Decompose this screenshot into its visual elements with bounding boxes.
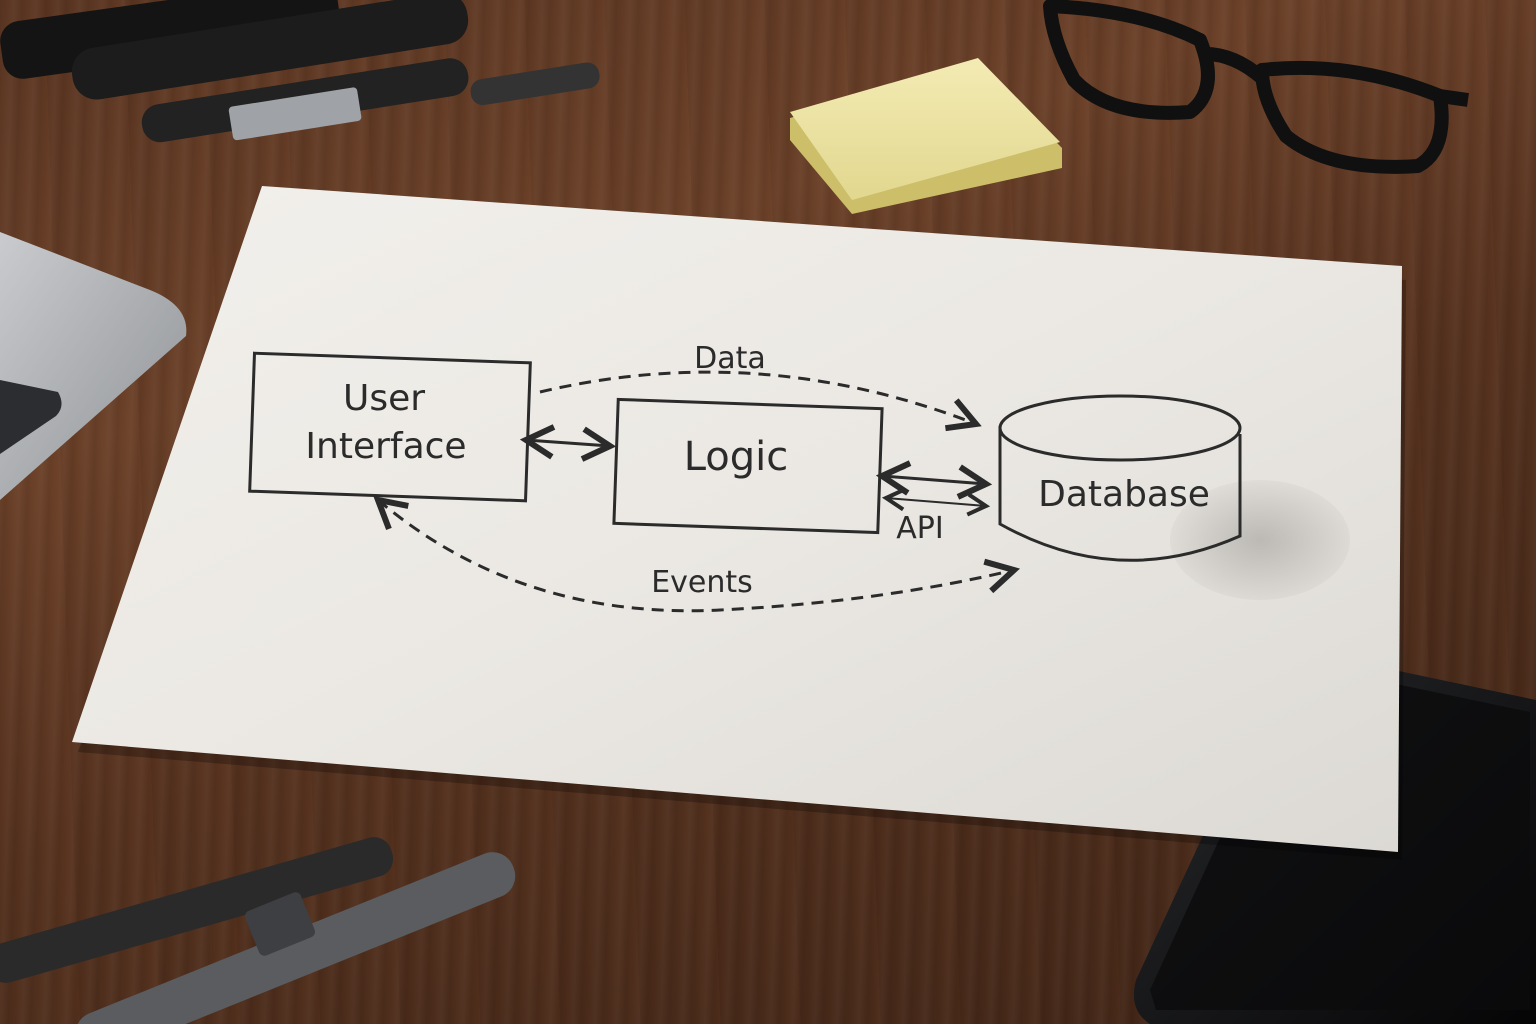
sticky-notes bbox=[790, 58, 1062, 214]
node-logic-label: Logic bbox=[684, 434, 789, 480]
edge-ui-logic-arrow bbox=[526, 440, 610, 446]
edge-logic-db-arrow bbox=[882, 476, 986, 484]
edge-events-arrow bbox=[378, 500, 1014, 613]
laptop bbox=[0, 232, 187, 500]
node-database-cylinder bbox=[998, 426, 1242, 562]
edge-events-label: Events bbox=[651, 565, 753, 600]
node-user-interface-label-line2: Interface bbox=[305, 426, 466, 467]
pens-bottom bbox=[0, 837, 516, 1024]
marker-pen-top bbox=[0, 0, 600, 143]
edge-api-label: API bbox=[896, 511, 943, 546]
node-user-interface-label-line1: User bbox=[343, 378, 425, 419]
edge-data-label: Data bbox=[694, 341, 766, 376]
architecture-diagram: User Interface Logic Database Data API E… bbox=[248, 341, 1350, 613]
node-database-label: Database bbox=[1038, 474, 1210, 515]
edge-data-arrow bbox=[539, 370, 976, 424]
glasses bbox=[1043, 0, 1469, 174]
